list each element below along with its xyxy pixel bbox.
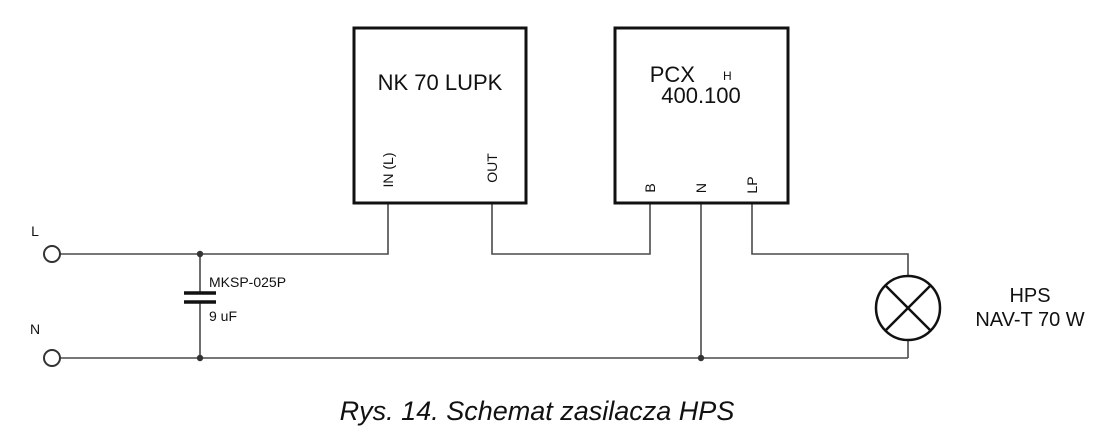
terminal-neutral-label: N: [30, 321, 40, 337]
pcx-block-title-subscript: H: [723, 69, 732, 83]
pcx-block: [613, 26, 790, 205]
lamp-model-label: NAV-T 70 W: [975, 309, 1084, 331]
figure-caption: Rys. 14. Schemat zasilacza HPS: [340, 396, 735, 426]
nk-block-title: NK 70 LUPK: [378, 70, 503, 95]
wire-nk-out-to-pcx-b: [491, 204, 651, 255]
terminal-neutral-circle: [43, 349, 61, 367]
nk-pin-in-label: IN (L): [380, 153, 396, 188]
nk-block: [352, 26, 528, 205]
capacitor-model-label: MKSP-025P: [209, 274, 286, 290]
pcx-pin-lp-label: LP: [744, 176, 760, 193]
capacitor-value-label: 9 uF: [209, 308, 237, 324]
junction-dot-cap-top: [196, 250, 204, 258]
wires: [60, 204, 909, 359]
terminal-line-label: L: [31, 223, 39, 239]
wire-pcx-lp-to-lamp: [751, 204, 909, 276]
junction-dot-cap-bottom: [196, 354, 204, 362]
nk-pin-out-label: OUT: [484, 153, 500, 183]
pcx-block-model: 400.100: [661, 83, 741, 108]
lamp-symbol: [874, 274, 942, 342]
capacitor-symbol: [184, 291, 216, 304]
wire-line-to-nk-in: [60, 204, 389, 255]
pcx-pin-n-label: N: [693, 183, 709, 193]
lamp-type-label: HPS: [1009, 285, 1050, 307]
pcx-block-title: PCX: [650, 62, 696, 87]
pcx-pin-b-label: B: [642, 183, 658, 192]
junction-dot-pcx-n: [697, 354, 705, 362]
terminal-line-circle: [43, 245, 61, 263]
